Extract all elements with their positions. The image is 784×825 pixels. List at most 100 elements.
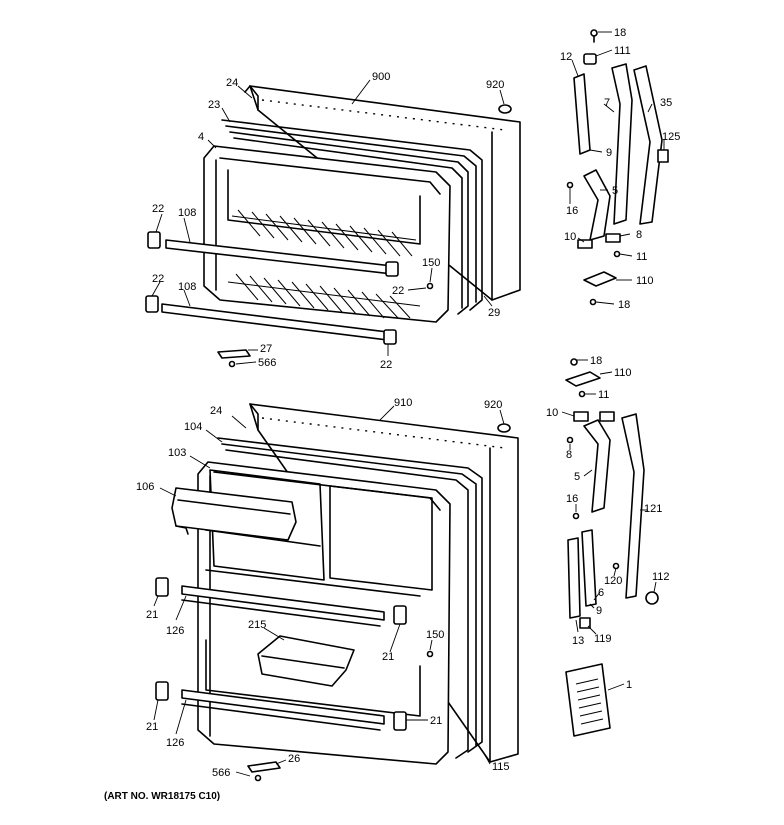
callout-label: 111 xyxy=(614,45,631,57)
callout-label: 150 xyxy=(422,257,440,269)
owners-manual-text-lines xyxy=(575,678,604,725)
callout-label: 566 xyxy=(212,767,230,779)
callout-label: 910 xyxy=(394,397,412,409)
callout-label: 900 xyxy=(372,71,390,83)
freezer-hinge-hardware xyxy=(566,29,669,306)
callout-label: 920 xyxy=(486,79,504,91)
callout-label: 22 xyxy=(152,273,164,285)
door-handle xyxy=(581,529,597,607)
callout-label: 18 xyxy=(590,355,602,367)
callout-label: 22 xyxy=(392,285,404,297)
hinge-pin-bracket xyxy=(583,53,597,65)
callout-label: 6 xyxy=(598,587,604,599)
callout-label: 21 xyxy=(146,609,158,621)
handle-cover xyxy=(583,419,611,513)
callout-label: 8 xyxy=(636,229,642,241)
callout-label: 10 xyxy=(546,407,558,419)
callout-label: 215 xyxy=(248,619,266,631)
callout-label: 16 xyxy=(566,205,578,217)
freezer-upper-shelf xyxy=(231,209,417,257)
callout-label: 11 xyxy=(598,389,609,401)
callout-label: 16 xyxy=(566,493,578,505)
callout-label: 21 xyxy=(382,651,394,663)
callout-label: 112 xyxy=(652,571,670,583)
shelf-end-cap xyxy=(147,231,161,249)
callout-label: 7 xyxy=(604,97,610,109)
callout-label: 18 xyxy=(614,27,626,39)
art-number-caption: (ART NO. WR18175 C10) xyxy=(104,791,220,802)
callout-label: 4 xyxy=(198,131,204,143)
callout-label: 1 xyxy=(626,679,632,691)
screw-icon xyxy=(228,360,236,368)
plug-button xyxy=(497,423,511,433)
handle-end-cap xyxy=(577,239,593,249)
handle-trim-cover xyxy=(633,65,663,225)
shelf-end-cap xyxy=(155,681,169,701)
fresh-food-door-gasket xyxy=(217,437,483,753)
callout-label: 125 xyxy=(662,131,680,143)
callout-label: 11 xyxy=(636,251,647,263)
callout-label: 119 xyxy=(594,633,612,645)
leader-lines xyxy=(151,31,665,777)
callout-labels-bottom: 18 110 11 10 8 5 16 121 112 120 6 9 13 1… xyxy=(136,355,670,779)
callout-label: 103 xyxy=(168,447,186,459)
callout-label: 106 xyxy=(136,481,154,493)
screw-icon xyxy=(572,512,580,520)
callout-label: 18 xyxy=(618,299,630,311)
freezer-door-gasket xyxy=(221,119,483,311)
callout-label: 35 xyxy=(660,97,672,109)
callout-label: 5 xyxy=(612,185,618,197)
callout-label: 13 xyxy=(572,635,584,647)
dairy-compartment-door xyxy=(171,487,297,541)
callout-label: 150 xyxy=(426,629,444,641)
freezer-lower-shelf xyxy=(227,273,421,319)
handle-clip xyxy=(579,617,591,629)
fresh-food-hinge-hardware xyxy=(565,358,659,737)
hinge-bracket xyxy=(565,371,601,387)
screw-icon xyxy=(590,29,598,37)
hinge-cap xyxy=(645,591,659,605)
callout-label: 920 xyxy=(484,399,502,411)
door-stop xyxy=(217,349,251,359)
callout-label: 104 xyxy=(184,421,202,433)
callout-label: 22 xyxy=(380,359,392,371)
screw-icon xyxy=(612,562,620,570)
fresh-food-door-assembly xyxy=(155,403,519,782)
callout-label: 9 xyxy=(596,605,602,617)
callout-label: 126 xyxy=(166,737,184,749)
callout-label: 24 xyxy=(226,77,238,89)
callout-label: 110 xyxy=(614,367,632,379)
door-handle xyxy=(611,63,633,225)
screw-icon xyxy=(254,774,262,782)
callout-label: 24 xyxy=(210,405,222,417)
handle-end-cap xyxy=(599,411,615,422)
handle-cover xyxy=(583,169,611,241)
shelf-end-cap xyxy=(155,577,169,597)
callout-label: 110 xyxy=(636,275,654,287)
hinge-bracket xyxy=(583,271,617,287)
handle-trim-cover xyxy=(621,413,645,599)
callout-label: 8 xyxy=(566,449,572,461)
callout-label: 22 xyxy=(152,203,164,215)
callout-label: 21 xyxy=(430,715,442,727)
freezer-door-assembly xyxy=(145,85,521,368)
shelf-end-cap xyxy=(393,711,407,731)
handle-end-cap xyxy=(605,233,621,243)
owners-manual xyxy=(565,663,611,737)
callout-label: 12 xyxy=(560,51,572,63)
shelf-end-cap xyxy=(385,261,399,277)
handle-end-cap xyxy=(573,411,589,422)
screw-icon xyxy=(426,282,434,290)
callout-label: 108 xyxy=(178,281,196,293)
callout-label: 566 xyxy=(258,357,276,369)
callout-label: 108 xyxy=(178,207,196,219)
callout-label: 21 xyxy=(146,721,158,733)
callout-label: 23 xyxy=(208,99,220,111)
handle-trim-strip xyxy=(573,73,591,155)
plug-button xyxy=(498,104,512,114)
door-stop xyxy=(247,761,281,773)
fresh-food-shelf-bar-lower xyxy=(181,689,385,725)
screw-icon xyxy=(426,650,434,658)
handle-trim-strip xyxy=(567,537,581,619)
